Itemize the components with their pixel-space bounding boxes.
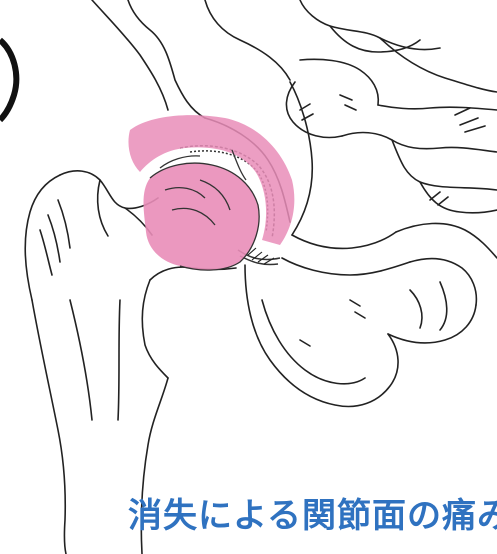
pain-highlight-region (128, 115, 294, 270)
callout-circle-fragment (0, 40, 16, 120)
caption-text: 消失による関節面の痛み (0, 494, 497, 538)
